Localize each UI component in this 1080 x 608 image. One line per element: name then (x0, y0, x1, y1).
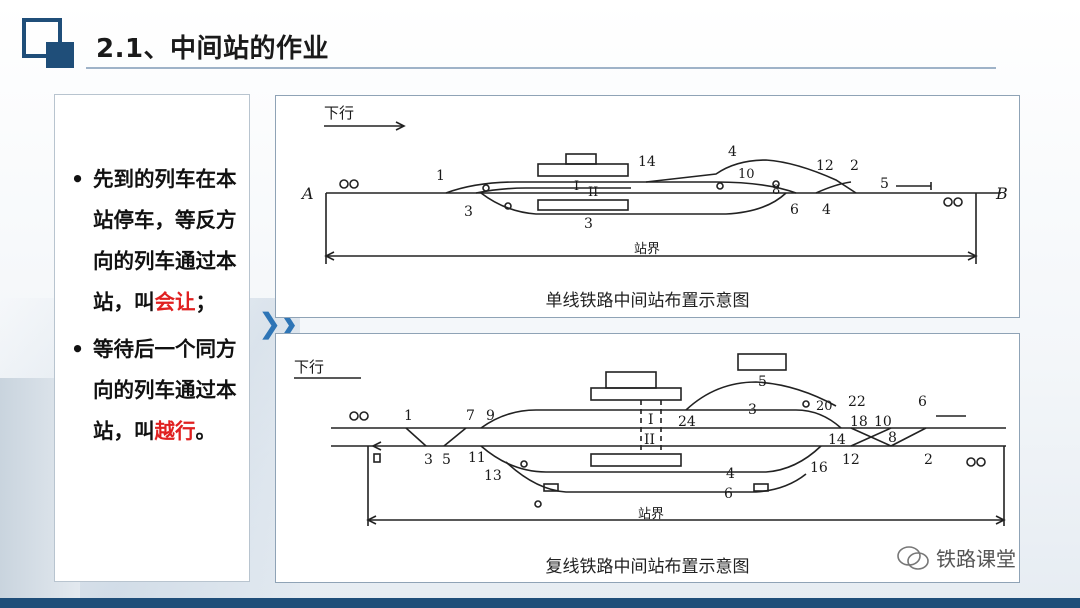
bullet-text: 先到的列车在本站停车，等反方向的列车通过本站，叫 (93, 167, 237, 314)
double-line-svg: 下行 I II 1 3 5 7 9 11 13 5 24 3 20 22 18 … (294, 353, 1006, 526)
switch-number: 6 (790, 202, 799, 218)
switch-number: 5 (880, 176, 889, 192)
bullet-text: 等待后一个同方向的列车通过本站，叫 (93, 337, 237, 443)
switch-number: 10 (874, 414, 892, 430)
track-number: 3 (748, 402, 757, 418)
track-number: 5 (758, 374, 767, 390)
switch-number: 10 (738, 167, 755, 182)
switch-number: 14 (638, 154, 656, 170)
single-line-station-diagram: 下行 A B I II 1 3 3 14 4 10 8 6 12 2 4 5 站… (275, 95, 1020, 318)
switch-number: 6 (918, 394, 927, 410)
watermark: 铁路课堂 (896, 543, 1016, 572)
watermark-text: 铁路课堂 (936, 547, 1016, 571)
switch-number: 13 (484, 468, 502, 484)
bullet-item-huirang: 先到的列车在本站停车，等反方向的列车通过本站，叫会让； (65, 159, 245, 323)
track-label-i: I (574, 179, 579, 194)
switch-number: 1 (404, 408, 413, 424)
switch-number: 2 (850, 158, 859, 174)
switch-number: 4 (822, 202, 831, 218)
bullet-highlight: 越行 (154, 419, 196, 443)
track-number: 6 (724, 486, 733, 502)
switch-number: 9 (486, 408, 495, 424)
end-label-right: B (995, 184, 1008, 203)
switch-number: 1 (436, 168, 445, 184)
switch-number: 2 (924, 452, 933, 468)
switch-number: 20 (816, 399, 833, 414)
single-line-svg: 下行 A B I II 1 3 3 14 4 10 8 6 12 2 4 5 站… (300, 104, 1008, 264)
track-label-ii: II (644, 432, 655, 448)
bullet-punct: 。 (195, 419, 217, 443)
bullet-highlight: 会让 (154, 290, 196, 314)
track-label-ii: II (588, 185, 598, 200)
track-number: 3 (584, 216, 593, 232)
track-label-i: I (648, 412, 654, 428)
diagram-caption: 单线铁路中间站布置示意图 (545, 291, 750, 311)
bullet-list: 先到的列车在本站停车，等反方向的列车通过本站，叫会让； 等待后一个同方向的列车通… (65, 159, 245, 458)
logo-outline-square (22, 18, 62, 58)
title-divider (86, 67, 996, 69)
bullet-item-yuexing: 等待后一个同方向的列车通过本站，叫越行。 (65, 329, 245, 452)
wechat-icon (897, 545, 929, 570)
track-number: 4 (726, 466, 735, 482)
switch-number: 3 (424, 452, 433, 468)
switch-number: 8 (888, 430, 897, 446)
logo-filled-square (46, 42, 74, 68)
switch-number: 7 (466, 408, 475, 424)
switch-number: 3 (464, 204, 473, 220)
switch-number: 12 (816, 158, 834, 174)
page-title: 2.1、中间站的作业 (96, 34, 330, 64)
switch-number: 16 (810, 460, 828, 476)
bottom-accent-bar (0, 598, 1080, 608)
diagram-caption: 复线铁路中间站布置示意图 (545, 557, 750, 577)
switch-number: 8 (772, 183, 780, 198)
bullet-panel: 先到的列车在本站停车，等反方向的列车通过本站，叫会让； 等待后一个同方向的列车通… (54, 94, 250, 582)
direction-label: 下行 (324, 104, 354, 122)
end-label-left: A (300, 184, 314, 203)
section-logo (22, 18, 78, 70)
switch-number: 18 (850, 414, 868, 430)
boundary-label: 站界 (638, 507, 664, 522)
boundary-label: 站界 (634, 242, 660, 257)
bullet-punct: ； (195, 290, 217, 314)
switch-number: 14 (828, 432, 846, 448)
direction-label: 下行 (294, 358, 324, 376)
switch-number: 5 (442, 452, 451, 468)
switch-number: 12 (842, 452, 860, 468)
switch-number: 22 (848, 394, 866, 410)
switch-number: 11 (468, 450, 486, 466)
switch-number: 24 (678, 414, 696, 430)
track-number: 4 (728, 144, 737, 160)
double-line-station-diagram: 下行 I II 1 3 5 7 9 11 13 5 24 3 20 22 18 … (275, 333, 1020, 583)
